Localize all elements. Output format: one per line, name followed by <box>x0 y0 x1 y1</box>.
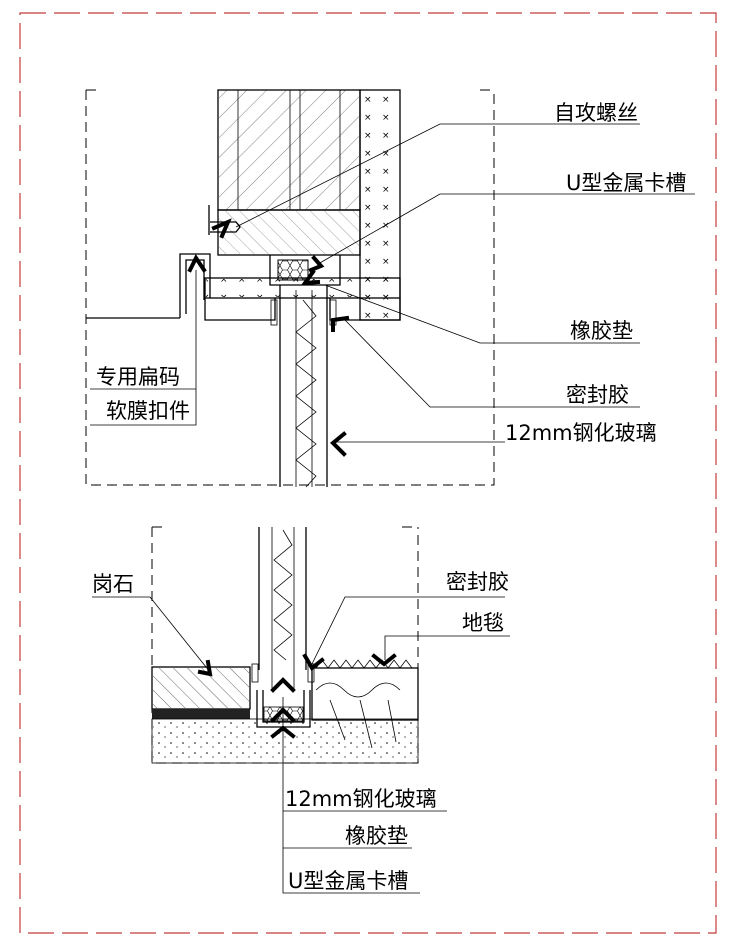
granite-hatch <box>153 668 249 708</box>
channel-arrow <box>308 255 325 273</box>
label-lower-u-channel: U型金属卡槽 <box>288 869 408 893</box>
label-lower-glass: 12mm钢化玻璃 <box>285 787 437 811</box>
ceiling-board-hatch <box>219 90 359 210</box>
lower-sealant-arrow <box>302 653 325 672</box>
lower-channel-arrow <box>270 725 296 739</box>
rubber-pad-arrow <box>300 269 321 286</box>
label-sealant: 密封胶 <box>566 383 629 407</box>
sealant-arrow <box>331 315 350 332</box>
label-lower-rubber-pad: 橡胶垫 <box>345 824 408 848</box>
label-special-bracket: 专用扁码 <box>96 365 180 389</box>
bracket-arrow <box>187 254 207 273</box>
lower-glass-break-line <box>273 529 293 661</box>
label-glass: 12mm钢化玻璃 <box>505 421 657 445</box>
label-granite: 岗石 <box>92 572 134 596</box>
lower-glass-arrow <box>270 677 296 693</box>
granite-base <box>152 709 250 719</box>
label-rubber-pad: 橡胶垫 <box>570 319 633 343</box>
upper-channel-block <box>277 259 309 281</box>
label-self-tapping-screw: 自攻螺丝 <box>554 101 638 125</box>
glass-arrow <box>330 431 347 457</box>
carpet-pile <box>315 659 413 669</box>
lower-detail: 岗石 密封胶 地毯 12mm钢化玻璃 橡胶垫 U型金属卡槽 <box>92 526 510 894</box>
carpet-arrow <box>371 653 397 667</box>
label-u-channel: U型金属卡槽 <box>566 171 686 195</box>
screw-arrow <box>211 218 232 239</box>
sheet-frame <box>19 12 717 934</box>
granite-arrow <box>197 659 213 677</box>
label-lower-sealant: 密封胶 <box>446 570 509 594</box>
upper-detail: 自攻螺丝 U型金属卡槽 橡胶垫 密封胶 12mm钢化玻璃 专用扁码 软膜扣件 <box>85 89 695 488</box>
glass-break-line <box>295 299 317 488</box>
label-carpet: 地毯 <box>462 611 504 635</box>
lower-rubber-arrow <box>270 707 296 723</box>
label-soft-film-clip: 软膜扣件 <box>106 399 190 423</box>
